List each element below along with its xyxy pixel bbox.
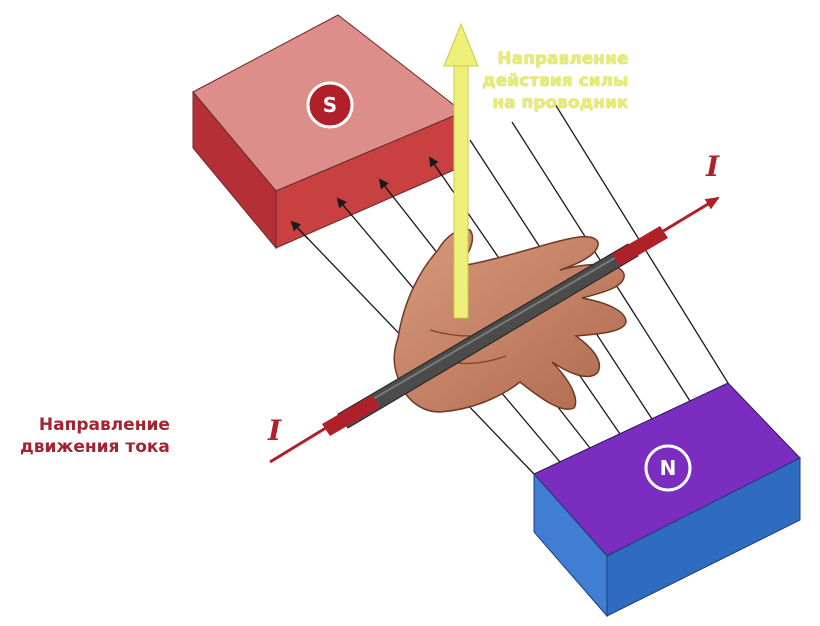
conductor-red-end: [322, 395, 380, 436]
south-pole-label: S: [323, 93, 337, 117]
current-caption-line: Направление: [20, 414, 170, 436]
north-pole-label: N: [660, 456, 677, 480]
force-caption-line: действия силы: [482, 70, 628, 92]
force-direction-caption: Направление действия силы на проводник: [482, 48, 628, 114]
current-symbol-right: I: [705, 150, 720, 183]
force-caption-line: Направление: [482, 48, 628, 70]
north-magnet: N: [534, 383, 800, 616]
current-caption-line: движения тока: [20, 436, 170, 458]
force-caption-line: на проводник: [482, 92, 628, 114]
current-direction-caption: Направление движения тока: [20, 414, 170, 458]
current-direction-arrow: [660, 198, 718, 233]
current-symbol-left: I: [267, 414, 282, 447]
south-magnet: S: [193, 15, 463, 248]
force-arrow-head: [444, 24, 478, 66]
force-arrow-shaft: [454, 60, 468, 318]
